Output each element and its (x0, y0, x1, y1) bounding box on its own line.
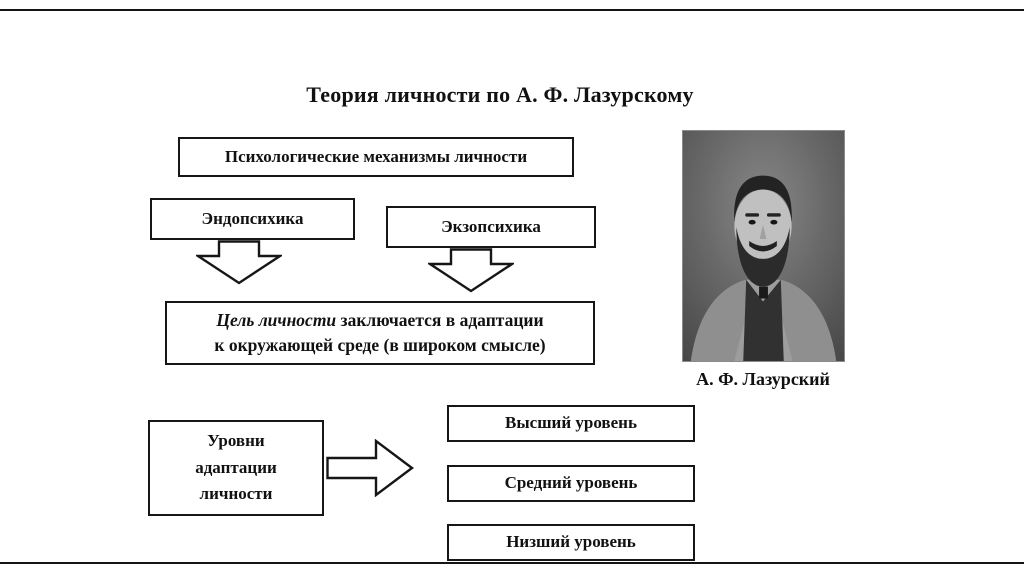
bottom-border-line (0, 562, 1024, 564)
adaptation-levels-box: Уровни адаптации личности (148, 420, 324, 516)
endopsyche-label: Эндопсихика (201, 208, 304, 228)
down-arrow-icon (196, 240, 282, 285)
exopsyche-label: Экзопсихика (441, 216, 541, 236)
photo-caption: А. Ф. Лазурский (696, 369, 830, 389)
top-border-line (0, 9, 1024, 11)
down-arrow-icon (428, 248, 514, 293)
endopsyche-box: Эндопсихика (150, 198, 355, 240)
level-box-high: Высший уровень (447, 405, 695, 442)
level-label: Низший уровень (506, 532, 636, 552)
goal-text: Цель личности заключается в адаптации к … (214, 308, 545, 359)
level-label: Высший уровень (505, 413, 637, 433)
level-box-middle: Средний уровень (447, 465, 695, 502)
levels-word-2: адаптации (195, 457, 277, 477)
right-arrow-icon (326, 439, 414, 497)
goal-lead: Цель личности (216, 309, 337, 330)
goal-box: Цель личности заключается в адаптации к … (165, 301, 595, 365)
level-label: Средний уровень (504, 473, 638, 493)
portrait-photo (682, 130, 845, 362)
portrait-illustration (683, 131, 844, 361)
mechanisms-box: Психологические механизмы личности (178, 137, 574, 177)
adaptation-levels-label: Уровни адаптации личности (195, 428, 277, 507)
level-box-low: Низший уровень (447, 524, 695, 561)
goal-line1-rest: заключается в адаптации (336, 309, 544, 330)
goal-line2: к окружающей среде (в широком смысле) (214, 335, 546, 355)
slide-title: Теория личности по А. Ф. Лазурскому (306, 82, 694, 107)
levels-word-1: Уровни (207, 431, 265, 451)
levels-word-3: личности (199, 484, 273, 504)
mechanisms-label: Психологические механизмы личности (224, 146, 528, 166)
exopsyche-box: Экзопсихика (386, 206, 596, 248)
